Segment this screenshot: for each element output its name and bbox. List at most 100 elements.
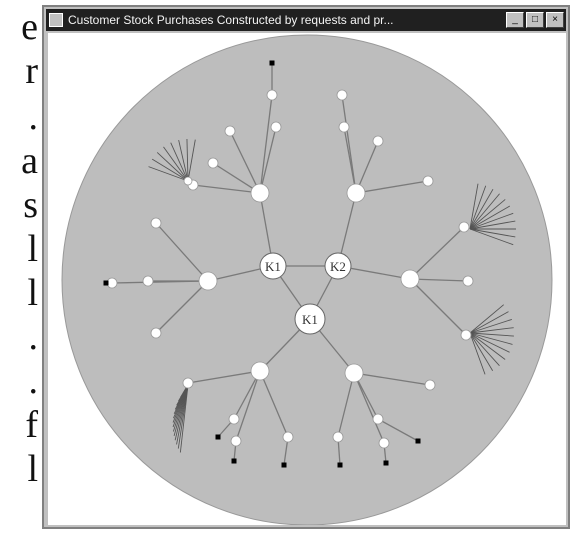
side-text-line: s	[23, 184, 38, 226]
graph-edge	[409, 278, 467, 336]
side-text-line: a	[21, 140, 38, 182]
fan-root[interactable]	[183, 176, 193, 186]
graph-hubs[interactable]: K1 K2 K1	[259, 252, 352, 335]
fan-edge	[469, 193, 500, 230]
leaf-node[interactable]	[462, 275, 474, 287]
branch-node[interactable]	[250, 183, 270, 203]
fan-edge	[469, 332, 514, 337]
fan-edge	[469, 199, 506, 230]
dark-leaf-node[interactable]	[231, 458, 237, 464]
graph-canvas[interactable]: K1 K2 K1	[48, 33, 566, 526]
leaf-node[interactable]	[228, 413, 240, 425]
window-titlebar[interactable]: Customer Stock Purchases Constructed by …	[46, 9, 566, 31]
graph-edge	[353, 372, 431, 386]
leaf-node[interactable]	[142, 275, 154, 287]
graph-edge	[337, 372, 355, 438]
fan-edge	[151, 158, 189, 182]
branch-node[interactable]	[250, 361, 270, 381]
maximize-button[interactable]: □	[526, 12, 544, 28]
graph-edge	[111, 280, 209, 284]
leaf-node[interactable]	[372, 413, 384, 425]
leaf-node[interactable]	[224, 125, 236, 137]
fan-edge	[469, 183, 479, 230]
close-button[interactable]: ×	[546, 12, 564, 28]
hub-node-k1-top-left[interactable]: K1	[259, 252, 287, 280]
leaf-node[interactable]	[336, 89, 348, 101]
graph-nodes[interactable]	[103, 60, 474, 468]
leaf-node[interactable]	[338, 121, 350, 133]
fan-cluster-right-upper[interactable]	[469, 183, 516, 246]
leaf-node[interactable]	[270, 121, 282, 133]
dark-leaf-node[interactable]	[269, 60, 275, 66]
dark-leaf-node[interactable]	[337, 462, 343, 468]
center-label: K1	[302, 312, 318, 327]
graph-edge	[409, 226, 465, 280]
dark-leaf-node[interactable]	[383, 460, 389, 466]
side-text-line: .	[28, 316, 39, 358]
leaf-node[interactable]	[422, 175, 434, 187]
fan-edge	[469, 205, 511, 230]
fan-edge	[469, 228, 516, 238]
graph-fans	[148, 139, 516, 453]
leaf-node[interactable]	[282, 431, 294, 443]
fan-edge	[469, 332, 494, 371]
graph-edge	[341, 94, 357, 194]
fan-cluster-top-left[interactable]	[148, 139, 196, 182]
branch-node[interactable]	[344, 363, 364, 383]
leaf-node[interactable]	[372, 135, 384, 147]
fan-edge	[469, 304, 504, 334]
dark-leaf-node[interactable]	[103, 280, 109, 286]
leaf-node[interactable]	[378, 437, 390, 449]
hub-label: K2	[330, 259, 346, 274]
fan-edge	[469, 212, 514, 230]
fan-cluster-right-lower[interactable]	[469, 304, 514, 375]
graph-edge	[192, 184, 261, 194]
leaf-node[interactable]	[458, 221, 470, 233]
graph-edge	[259, 94, 273, 194]
graph-edge	[259, 126, 277, 194]
leaf-node[interactable]	[150, 217, 162, 229]
branch-node[interactable]	[346, 183, 366, 203]
leaf-node[interactable]	[332, 431, 344, 443]
leaf-node[interactable]	[266, 89, 278, 101]
fan-edge	[469, 332, 513, 345]
fan-edge	[469, 332, 506, 360]
leaf-node[interactable]	[207, 157, 219, 169]
fan-edge	[469, 327, 514, 334]
leaf-node[interactable]	[424, 379, 436, 391]
fan-edge	[469, 332, 486, 375]
hyperbolic-graph[interactable]: K1 K2 K1	[48, 33, 566, 526]
fan-edge	[187, 139, 196, 182]
branch-node[interactable]	[400, 269, 420, 289]
graph-edge	[355, 140, 379, 194]
fan-edge	[469, 332, 500, 366]
leaf-node[interactable]	[460, 329, 472, 341]
minimize-button[interactable]: _	[506, 12, 524, 28]
dark-leaf-node[interactable]	[415, 438, 421, 444]
fan-edge	[178, 139, 189, 182]
document-side-text: e r . a s l l . . f l	[0, 0, 42, 537]
hub-node-k2[interactable]: K2	[324, 252, 352, 280]
side-text-line: .	[28, 96, 39, 138]
fan-edge	[469, 311, 509, 334]
fan-edge	[469, 228, 514, 246]
app-icon[interactable]	[49, 13, 63, 27]
center-node-k1[interactable]: K1	[294, 303, 326, 335]
fan-edge	[469, 220, 516, 230]
fan-edge	[156, 152, 189, 182]
dark-leaf-node[interactable]	[281, 462, 287, 468]
fan-edge	[469, 318, 512, 334]
graph-edge	[377, 418, 419, 442]
window-title: Customer Stock Purchases Constructed by …	[68, 13, 394, 27]
fan-edge	[163, 146, 189, 182]
graph-edge	[155, 222, 209, 282]
branch-node[interactable]	[198, 271, 218, 291]
dark-leaf-node[interactable]	[215, 434, 221, 440]
leaf-node[interactable]	[230, 435, 242, 447]
leaf-node[interactable]	[150, 327, 162, 339]
leaf-node[interactable]	[182, 377, 194, 389]
side-text-line: l	[27, 272, 38, 314]
graph-disc	[61, 34, 553, 526]
hub-label: K1	[265, 259, 281, 274]
graph-edge	[187, 370, 261, 384]
